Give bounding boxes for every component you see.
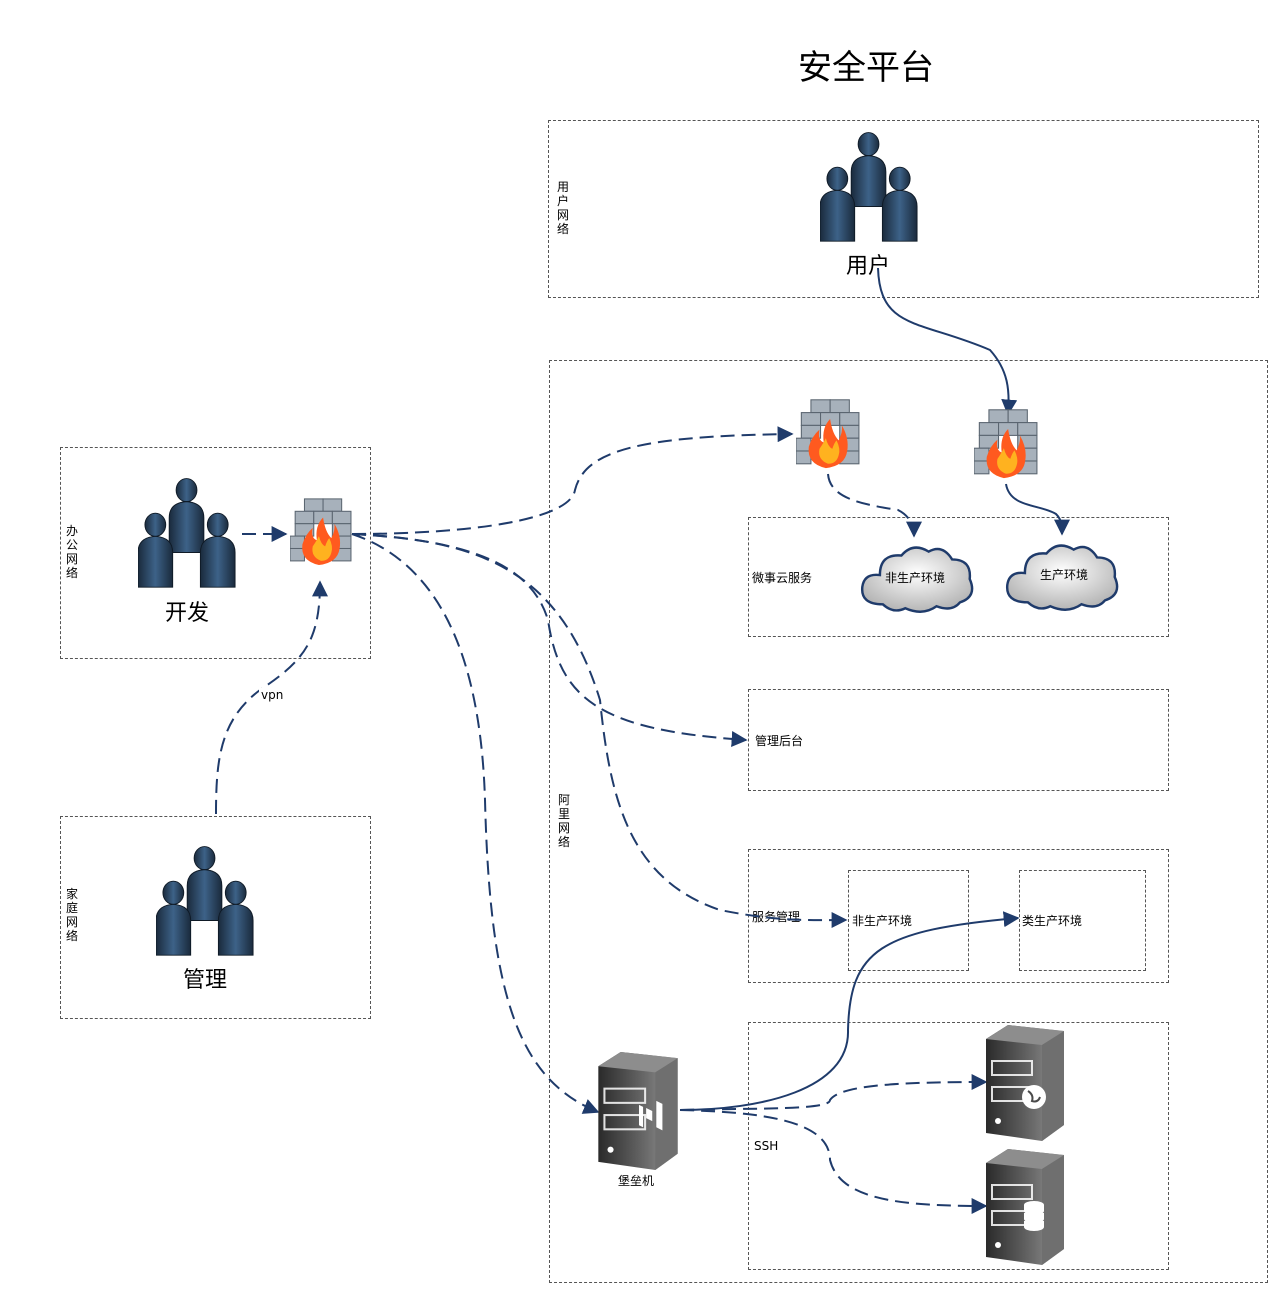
page-title: 安全平台 bbox=[798, 48, 934, 88]
database-server-icon bbox=[986, 1148, 1064, 1266]
svc-likeprod-label: 类生产环境 bbox=[1022, 914, 1083, 928]
cloud-prod-label: 生产环境 bbox=[1040, 568, 1089, 582]
weishi-cloud-label: 微事云服务 bbox=[752, 571, 813, 585]
user-network-label: 用户网络 bbox=[557, 180, 570, 236]
weishi-cloud-zone bbox=[748, 517, 1169, 637]
firewall-icon bbox=[796, 399, 860, 469]
users-group-icon bbox=[156, 842, 260, 962]
admin-backend-label: 管理后台 bbox=[755, 734, 804, 748]
ali-network-label: 阿里网络 bbox=[558, 793, 571, 849]
office-network-zone bbox=[60, 447, 371, 659]
edge-firewall-to-service-nonprod bbox=[351, 533, 848, 929]
edge-bastion-to-db-server bbox=[679, 1109, 988, 1214]
users-label: 用户 bbox=[846, 254, 891, 279]
office-network-label: 办公网络 bbox=[66, 524, 79, 580]
edge-user-to-prod-firewall bbox=[877, 267, 1018, 416]
server-icon bbox=[598, 1052, 678, 1170]
users-group-icon bbox=[820, 128, 924, 248]
users-group-icon bbox=[138, 474, 242, 594]
edge-bastion-to-web-server bbox=[679, 1074, 988, 1111]
edge-prod-firewall-to-prod-cloud bbox=[1005, 483, 1070, 536]
svc-nonprod-label: 非生产环境 bbox=[852, 914, 913, 928]
dev-label: 开发 bbox=[165, 601, 210, 626]
edge-firewall-to-admin-backend bbox=[351, 533, 748, 747]
bastion-label: 堡垒机 bbox=[618, 1174, 655, 1188]
firewall-icon bbox=[974, 409, 1038, 479]
ssh-zone bbox=[748, 1022, 1169, 1270]
web-server-icon bbox=[986, 1024, 1064, 1142]
home-network-label: 家庭网络 bbox=[66, 887, 79, 943]
firewall-icon bbox=[290, 498, 352, 566]
ssh-label: SSH bbox=[754, 1139, 779, 1153]
service-mgmt-label: 服务管理 bbox=[752, 910, 801, 924]
admin-label: 管理 bbox=[183, 968, 228, 993]
edge-bastion-to-likeprod bbox=[679, 911, 1020, 1111]
svc-nonprod-box bbox=[848, 870, 969, 971]
ali-network-zone bbox=[549, 360, 1268, 1283]
cloud-nonprod-label: 非生产环境 bbox=[885, 571, 946, 585]
edge-nonprod-firewall-to-cloud bbox=[827, 473, 922, 538]
edge-firewall-to-nonprod-firewall bbox=[351, 426, 794, 535]
edge-firewall-to-bastion bbox=[351, 533, 600, 1114]
home-network-zone bbox=[60, 816, 371, 1019]
vpn-label: vpn bbox=[259, 688, 286, 702]
admin-backend-zone bbox=[748, 689, 1169, 791]
user-network-zone bbox=[548, 120, 1259, 298]
